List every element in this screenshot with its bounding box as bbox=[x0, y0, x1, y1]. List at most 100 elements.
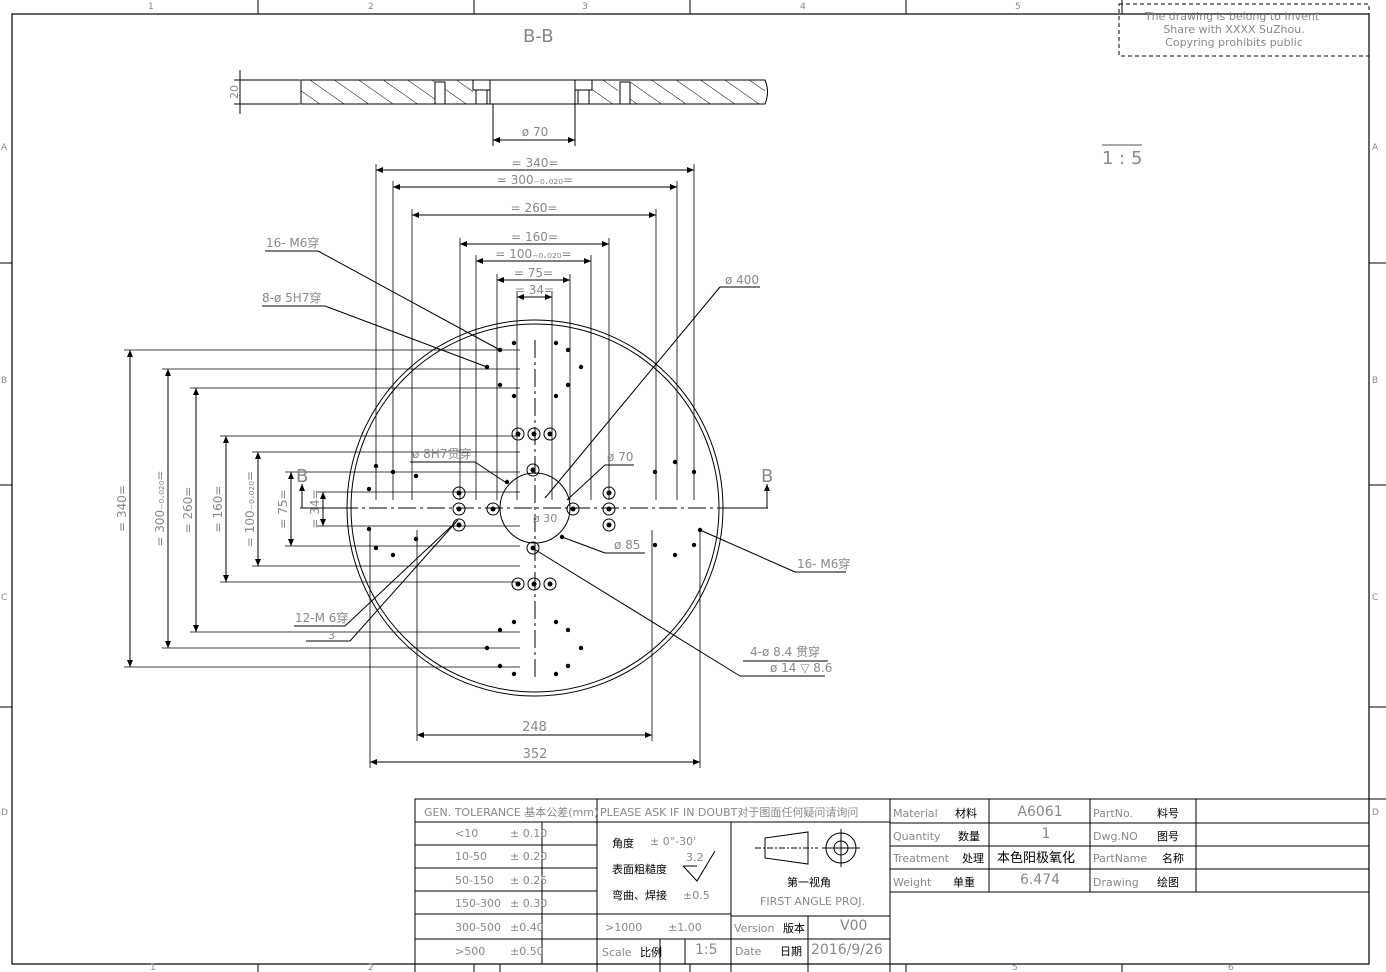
dim-top-label: = 100₋₀.₀₂₀= bbox=[495, 247, 571, 261]
callouts bbox=[262, 250, 846, 677]
hole-mark bbox=[602, 502, 616, 516]
hole-mark bbox=[456, 506, 462, 512]
hole-mark bbox=[543, 577, 557, 591]
tol-header: GEN. TOLERANCE 基本公差(mm) bbox=[424, 805, 598, 819]
bend-label: 弯曲、焊接 bbox=[612, 888, 667, 902]
quantity-en: Quantity bbox=[893, 830, 941, 843]
hole-mark bbox=[511, 619, 517, 625]
drawing-cn: 绘图 bbox=[1157, 875, 1179, 889]
hole-mark bbox=[606, 522, 612, 528]
tol-value: ±0.50 bbox=[510, 945, 544, 958]
hole-mark bbox=[515, 581, 521, 587]
version-value: V00 bbox=[840, 918, 867, 934]
weight-value: 6.474 bbox=[1020, 872, 1060, 888]
notice-line: The drawing is belong to Invent bbox=[1144, 10, 1320, 23]
notice-line: Share with XXXX SuZhou. bbox=[1163, 23, 1304, 36]
tol-value: ± 0.10 bbox=[510, 827, 547, 840]
hole-mark bbox=[578, 364, 584, 370]
bend-tol: ±0.5 bbox=[683, 889, 710, 902]
col-mark: 5 bbox=[1015, 2, 1021, 12]
quantity-cn: 数量 bbox=[958, 830, 980, 843]
hole-mark bbox=[547, 431, 553, 437]
hole-mark bbox=[366, 526, 372, 532]
section-title: B-B bbox=[523, 26, 554, 47]
dim-bottom-label: 352 bbox=[523, 747, 548, 762]
dim-left-label: = 300₋₀.₀₂₀= bbox=[153, 470, 167, 546]
hole-mark bbox=[497, 663, 503, 669]
callout-phi8: ø 8H7贯穿 bbox=[412, 446, 471, 461]
hole-mark bbox=[672, 459, 678, 465]
hole-mark bbox=[547, 581, 553, 587]
tol-range: 150-300 bbox=[455, 897, 501, 910]
hole-mark bbox=[413, 473, 419, 479]
row-mark: D bbox=[1, 808, 8, 818]
treatment-cn: 处理 bbox=[962, 852, 984, 865]
dim-left-label: = 75= bbox=[276, 489, 290, 528]
hole-mark bbox=[373, 545, 379, 551]
date-label-cn: 日期 bbox=[780, 945, 802, 958]
treatment-en: Treatment bbox=[892, 852, 950, 865]
scale-note: 1 : 5 bbox=[1102, 144, 1142, 169]
notice-line: Copyring prohibits public bbox=[1165, 36, 1303, 49]
roughness-value: 3.2 bbox=[686, 851, 704, 864]
date-label-en: Date bbox=[735, 945, 762, 958]
tol-range: >500 bbox=[455, 945, 485, 958]
hole-mark bbox=[527, 577, 541, 591]
hole-mark bbox=[526, 541, 540, 555]
hole-mark bbox=[652, 542, 658, 548]
callout-phi70: ø 70 bbox=[607, 450, 633, 464]
row-mark: C bbox=[1, 593, 7, 603]
copyright-notice: The drawing is belong to Invent Share wi… bbox=[1118, 3, 1370, 57]
col-mark: 2 bbox=[368, 963, 374, 972]
projection-cn: 第一视角 bbox=[787, 875, 831, 889]
over1000-tol: ±1.00 bbox=[668, 921, 702, 934]
partname-en: PartName bbox=[1093, 852, 1147, 865]
hole-mark bbox=[390, 552, 396, 558]
callout-8-phi5: 8-ø 5H7穿 bbox=[262, 290, 321, 305]
col-mark: 3 bbox=[582, 2, 588, 12]
tol-value: ± 0.20 bbox=[510, 850, 547, 863]
dim-top-label: = 300₋₀.₀₂₀= bbox=[497, 173, 573, 187]
dwgno-en: Dwg.NO bbox=[1093, 830, 1138, 843]
tol-range: 300-500 bbox=[455, 921, 501, 934]
treatment-value: 本色阳极氧化 bbox=[997, 850, 1075, 866]
row-mark: A bbox=[1, 143, 8, 153]
hole-mark bbox=[672, 552, 678, 558]
hole-mark bbox=[530, 467, 536, 473]
dim-left-label: = 100₋₀.₀₂₀= bbox=[243, 471, 257, 547]
dim-left-label: = 340= bbox=[115, 485, 129, 532]
hole-mark bbox=[452, 502, 466, 516]
row-mark: B bbox=[1, 376, 7, 386]
col-mark: 1 bbox=[150, 963, 156, 972]
section-marker-left: B bbox=[296, 466, 345, 509]
col-mark: 5 bbox=[1012, 963, 1018, 972]
date-value: 2016/9/26 bbox=[811, 942, 883, 958]
callout-4-phi84: 4-ø 8.4 贯穿 bbox=[750, 644, 820, 659]
hole-mark bbox=[565, 347, 571, 353]
dim-left-label: = 260= bbox=[181, 487, 195, 534]
angle-label: 角度 bbox=[612, 836, 634, 850]
dim-top-label: = 75= bbox=[514, 266, 553, 280]
hole-mark bbox=[511, 393, 517, 399]
callout-12-m6: 12-M 6穿 bbox=[295, 610, 348, 625]
hole-mark bbox=[452, 486, 466, 500]
hole-mark bbox=[565, 627, 571, 633]
callout-16-m6: 16- M6穿 bbox=[266, 235, 319, 250]
row-mark: D bbox=[1372, 808, 1379, 818]
version-label-en: Version bbox=[734, 922, 774, 935]
roughness-label: 表面粗糙度 bbox=[612, 862, 667, 876]
col-mark: 1 bbox=[148, 2, 154, 12]
material-cn: 材料 bbox=[955, 806, 977, 820]
tol-value: ± 0.30 bbox=[510, 897, 547, 910]
hole-mark bbox=[553, 340, 559, 346]
hole-mark bbox=[606, 506, 612, 512]
partname-cn: 名称 bbox=[1162, 851, 1184, 865]
bore-dim: ø 70 bbox=[522, 125, 548, 139]
quantity-value: 1 bbox=[1042, 826, 1051, 842]
version-label-cn: 版本 bbox=[783, 921, 805, 935]
material-value: A6061 bbox=[1017, 804, 1062, 820]
dim-top-label: = 260= bbox=[511, 201, 558, 215]
hole-mark bbox=[570, 506, 576, 512]
